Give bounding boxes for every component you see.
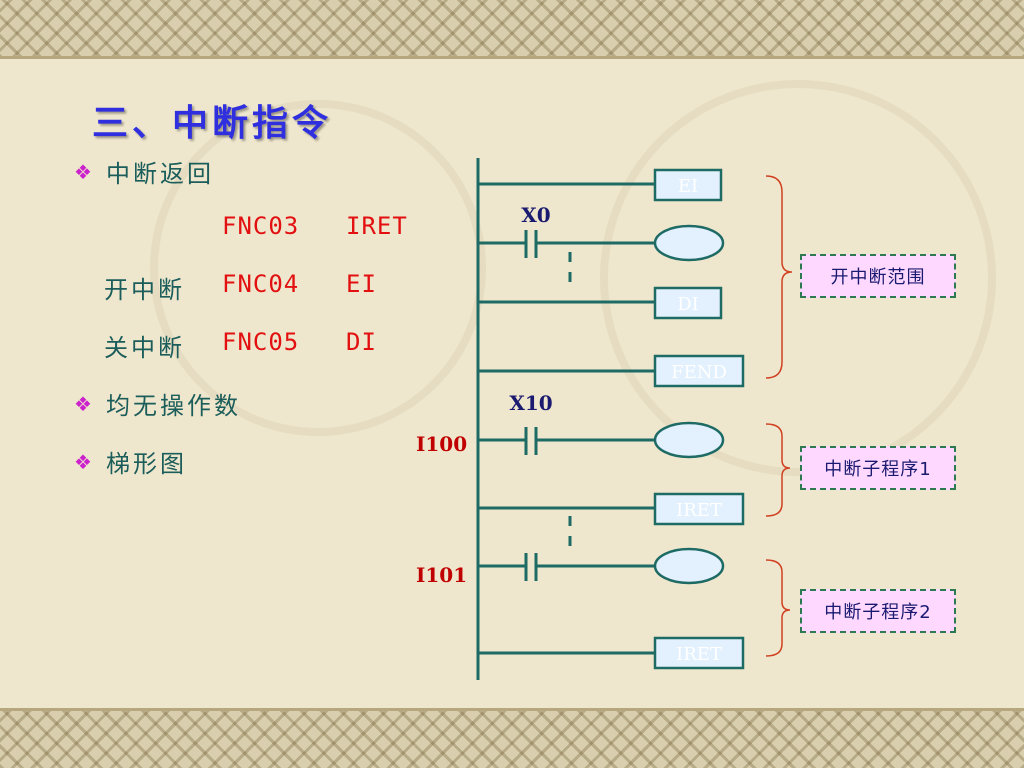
bracket-subroutine-2-icon [765, 559, 791, 657]
bottom-decorative-border [0, 710, 1024, 768]
code-fnc04: FNC04 [222, 270, 300, 298]
top-decorative-border [0, 0, 1024, 58]
bracket-subroutine-1-icon [765, 423, 791, 517]
pointer-i100-label: I100 [416, 432, 467, 456]
bottom-border-line [0, 708, 1024, 711]
diamond-bullet-icon: ❖ [74, 450, 92, 474]
enable-interrupt-range-label: 开中断范围 [800, 254, 956, 298]
instruction-fend-label: FEND [671, 362, 727, 383]
diamond-bullet-icon: ❖ [74, 160, 92, 184]
instruction-iret-1-label: IRET [676, 500, 722, 521]
label-enable-interrupt: 开中断 [104, 276, 185, 304]
coil-output-icon [653, 224, 725, 262]
instruction-ei-label: EI [678, 176, 698, 197]
instruction-box-iret-1 [653, 492, 745, 526]
instruction-box-di [653, 286, 723, 320]
bullet-no-operand: 均无操作数 [106, 392, 241, 420]
instruction-box-ei [653, 168, 723, 202]
pointer-i101-label: I101 [416, 563, 467, 587]
instruction-box-fend [653, 354, 745, 388]
background-watermark [150, 100, 486, 436]
code-fnc05: FNC05 [222, 328, 300, 356]
coil-output-icon [653, 421, 725, 459]
label-disable-interrupt: 关中断 [104, 334, 185, 362]
instruction-di-label: DI [677, 294, 699, 315]
bullet-ladder-diagram: 梯形图 [106, 450, 187, 478]
bracket-enable-range-icon [765, 175, 793, 379]
contact-x10-label: X10 [509, 391, 552, 415]
mnemonic-di: DI [346, 328, 377, 356]
instruction-iret-2-label: IRET [676, 644, 722, 665]
mnemonic-ei: EI [346, 270, 377, 298]
instruction-box-iret-2 [653, 636, 745, 670]
interrupt-subroutine-1-label: 中断子程序1 [800, 446, 956, 490]
bullet-interrupt-return: 中断返回 [106, 160, 214, 188]
contact-x0-label: X0 [521, 203, 550, 227]
code-fnc03: FNC03 [222, 212, 300, 240]
interrupt-subroutine-2-label: 中断子程序2 [800, 589, 956, 633]
slide-title: 三、中断指令 [92, 103, 333, 144]
coil-output-icon [653, 547, 725, 585]
top-border-line [0, 56, 1024, 59]
background-watermark [600, 80, 996, 476]
mnemonic-iret: IRET [346, 212, 408, 240]
diamond-bullet-icon: ❖ [74, 392, 92, 416]
